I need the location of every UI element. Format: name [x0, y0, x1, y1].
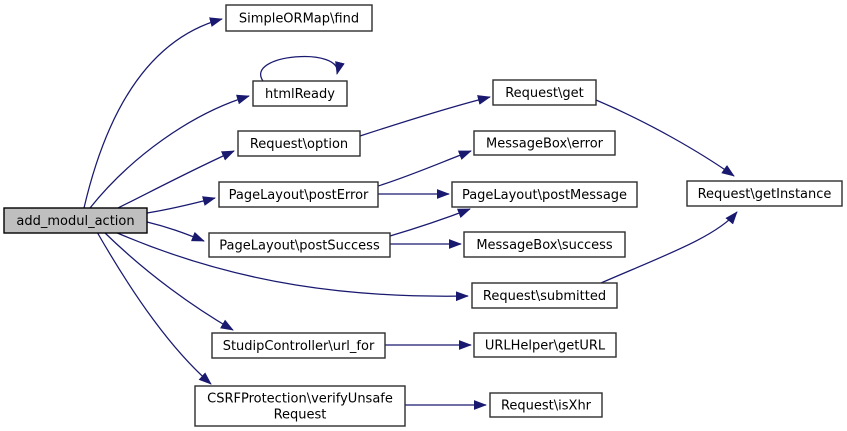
node-label: PageLayout\postMessage — [462, 188, 627, 203]
node-request-isxhr[interactable]: Request\isXhr — [489, 392, 603, 418]
node-pagelayout-postmessage[interactable]: PageLayout\postMessage — [451, 181, 638, 208]
edge-pagelayout-posterror-to-messagebox-error — [377, 150, 472, 187]
edges-layer — [83, 17, 738, 410]
node-box[interactable] — [194, 385, 406, 427]
node-htmlready[interactable]: htmlReady — [252, 80, 348, 107]
edge-add-modul-action-to-csrf-verifyunsaferequest — [96, 231, 212, 385]
node-box[interactable] — [3, 207, 148, 234]
node-box[interactable] — [686, 180, 843, 207]
node-label: StudipController\url_for — [223, 339, 375, 354]
node-pagelayout-posterror[interactable]: PageLayout\postError — [218, 181, 379, 208]
node-request-getinstance[interactable]: Request\getInstance — [686, 180, 843, 207]
node-label: Request\isXhr — [501, 399, 592, 414]
node-box[interactable] — [463, 231, 626, 258]
node-pagelayout-postsuccess[interactable]: PageLayout\postSuccess — [208, 232, 391, 258]
edge-add-modul-action-to-request-option — [117, 150, 235, 209]
node-box[interactable] — [252, 80, 348, 107]
edge-add-modul-action-to-simpleormap-find — [83, 17, 223, 209]
edge-pagelayout-postsuccess-to-pagelayout-postmessage — [389, 208, 471, 237]
node-request-option[interactable]: Request\option — [237, 130, 361, 157]
node-box[interactable] — [471, 282, 618, 309]
node-label: SimpleORMap\find — [239, 12, 359, 27]
node-box[interactable] — [451, 181, 638, 208]
node-label: add_modul_action — [16, 214, 134, 229]
edge-htmlready-to-htmlready — [260, 55, 345, 82]
node-label: Request\submitted — [483, 289, 606, 304]
nodes-layer: add_modul_action SimpleORMap\find htmlRead… — [3, 4, 843, 427]
edge-add-modul-action-to-pagelayout-postsuccess — [146, 221, 205, 242]
node-box[interactable] — [218, 181, 379, 208]
node-label: PageLayout\postSuccess — [219, 239, 380, 254]
node-label: MessageBox\success — [476, 238, 613, 253]
node-studipcontroller-url-for[interactable]: StudipController\url_for — [211, 332, 386, 359]
node-label: Request\get — [505, 86, 584, 101]
node-label: Request\option — [250, 137, 348, 152]
node-label: htmlReady — [265, 87, 335, 102]
node-label: MessageBox\error — [486, 137, 604, 152]
node-urlhelper-geturl[interactable]: URLHelper\getURL — [473, 332, 617, 358]
node-label: Request\getInstance — [698, 187, 832, 202]
edge-request-submitted-to-request-getinstance — [600, 211, 738, 284]
node-request-get[interactable]: Request\get — [492, 79, 597, 106]
node-messagebox-success[interactable]: MessageBox\success — [463, 231, 626, 258]
node-box[interactable] — [237, 130, 361, 157]
edge-request-option-to-request-get — [359, 95, 491, 137]
edge-add-modul-action-to-studipcontroller-url-for — [103, 231, 234, 331]
node-box[interactable] — [208, 232, 391, 258]
node-box[interactable] — [211, 332, 386, 359]
node-box[interactable] — [473, 332, 617, 358]
node-simpleormap-find[interactable]: SimpleORMap\find — [225, 4, 373, 32]
node-box[interactable] — [492, 79, 597, 106]
edge-add-modul-action-to-request-submitted — [114, 231, 469, 302]
edge-request-get-to-request-getinstance — [595, 99, 735, 177]
node-messagebox-error[interactable]: MessageBox\error — [473, 130, 616, 156]
node-add-modul-action[interactable]: add_modul_action — [3, 207, 148, 234]
node-box[interactable] — [473, 130, 616, 156]
edge-add-modul-action-to-pagelayout-posterror — [146, 196, 216, 214]
node-box[interactable] — [489, 392, 603, 418]
node-box[interactable] — [225, 4, 373, 32]
node-request-submitted[interactable]: Request\submitted — [471, 282, 618, 309]
node-label: PageLayout\postError — [229, 188, 369, 203]
node-label: URLHelper\getURL — [485, 339, 606, 354]
edge-add-modul-action-to-htmlready — [89, 94, 250, 209]
